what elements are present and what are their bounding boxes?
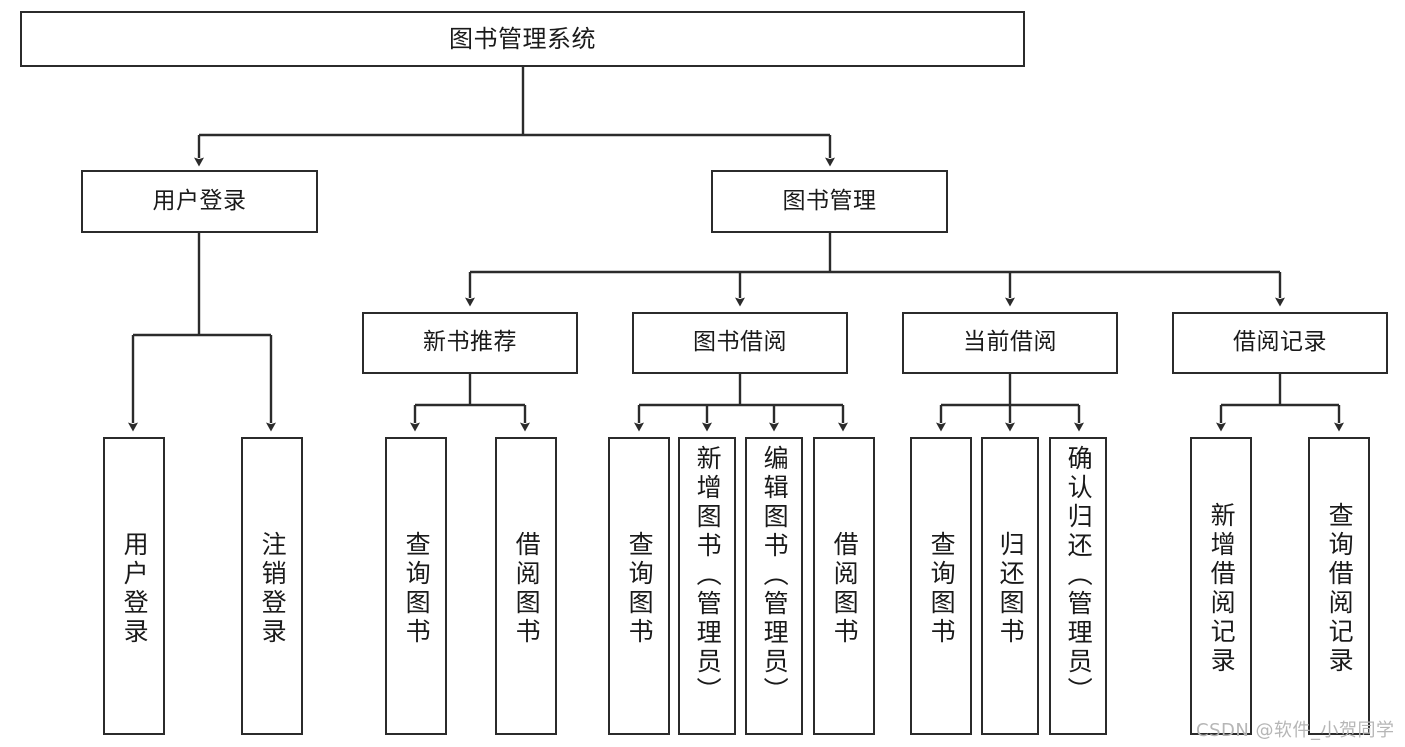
node-label: 借阅记录 (1233, 329, 1327, 356)
leaf-book-borrow-add-book-admin[interactable]: 新增图书（管理员） (678, 437, 736, 735)
leaf-user-login-logout[interactable]: 注销登录 (241, 437, 303, 735)
leaf-current-borrow-return-book[interactable]: 归还图书 (981, 437, 1039, 735)
node-label: 用户登录 (120, 531, 150, 647)
node-label: 确认归还（管理员） (1064, 445, 1094, 706)
node-label: 查询图书 (927, 531, 957, 647)
node-label: 图书管理系统 (449, 24, 596, 53)
node-label: 图书借阅 (693, 329, 787, 356)
node-label: 查询图书 (625, 531, 655, 647)
leaf-user-login-login[interactable]: 用户登录 (103, 437, 165, 735)
leaf-current-borrow-query-book[interactable]: 查询图书 (910, 437, 972, 735)
node-label: 借阅图书 (830, 531, 860, 647)
leaf-borrow-record-query-record[interactable]: 查询借阅记录 (1308, 437, 1370, 735)
leaf-new-book-query-book[interactable]: 查询图书 (385, 437, 447, 735)
node-root-book-management-system[interactable]: 图书管理系统 (20, 11, 1025, 67)
node-label: 查询借阅记录 (1325, 502, 1355, 676)
csdn-watermark: CSDN @软件_小贺同学 (1196, 720, 1395, 741)
leaf-borrow-record-add-record[interactable]: 新增借阅记录 (1190, 437, 1252, 735)
leaf-current-borrow-confirm-return-admin[interactable]: 确认归还（管理员） (1049, 437, 1107, 735)
node-label: 借阅图书 (512, 531, 542, 647)
node-label: 查询图书 (402, 531, 432, 647)
node-label: 注销登录 (258, 531, 288, 647)
leaf-book-borrow-edit-book-admin[interactable]: 编辑图书（管理员） (745, 437, 803, 735)
node-label: 当前借阅 (963, 329, 1057, 356)
node-label: 用户登录 (152, 187, 247, 214)
node-label: 归还图书 (996, 531, 1026, 647)
leaf-book-borrow-borrow-book[interactable]: 借阅图书 (813, 437, 875, 735)
node-new-book-recommendation[interactable]: 新书推荐 (362, 312, 578, 374)
node-label: 新增图书（管理员） (693, 445, 723, 706)
node-borrow-record[interactable]: 借阅记录 (1172, 312, 1388, 374)
leaf-new-book-borrow-book[interactable]: 借阅图书 (495, 437, 557, 735)
leaf-book-borrow-query-book[interactable]: 查询图书 (608, 437, 670, 735)
node-book-borrowing[interactable]: 图书借阅 (632, 312, 848, 374)
node-current-borrowing[interactable]: 当前借阅 (902, 312, 1118, 374)
node-user-login[interactable]: 用户登录 (81, 170, 318, 233)
node-label: 新增借阅记录 (1207, 502, 1237, 676)
node-label: 新书推荐 (423, 329, 517, 356)
node-book-management[interactable]: 图书管理 (711, 170, 948, 233)
node-label: 图书管理 (782, 187, 877, 214)
node-label: 编辑图书（管理员） (760, 445, 790, 706)
